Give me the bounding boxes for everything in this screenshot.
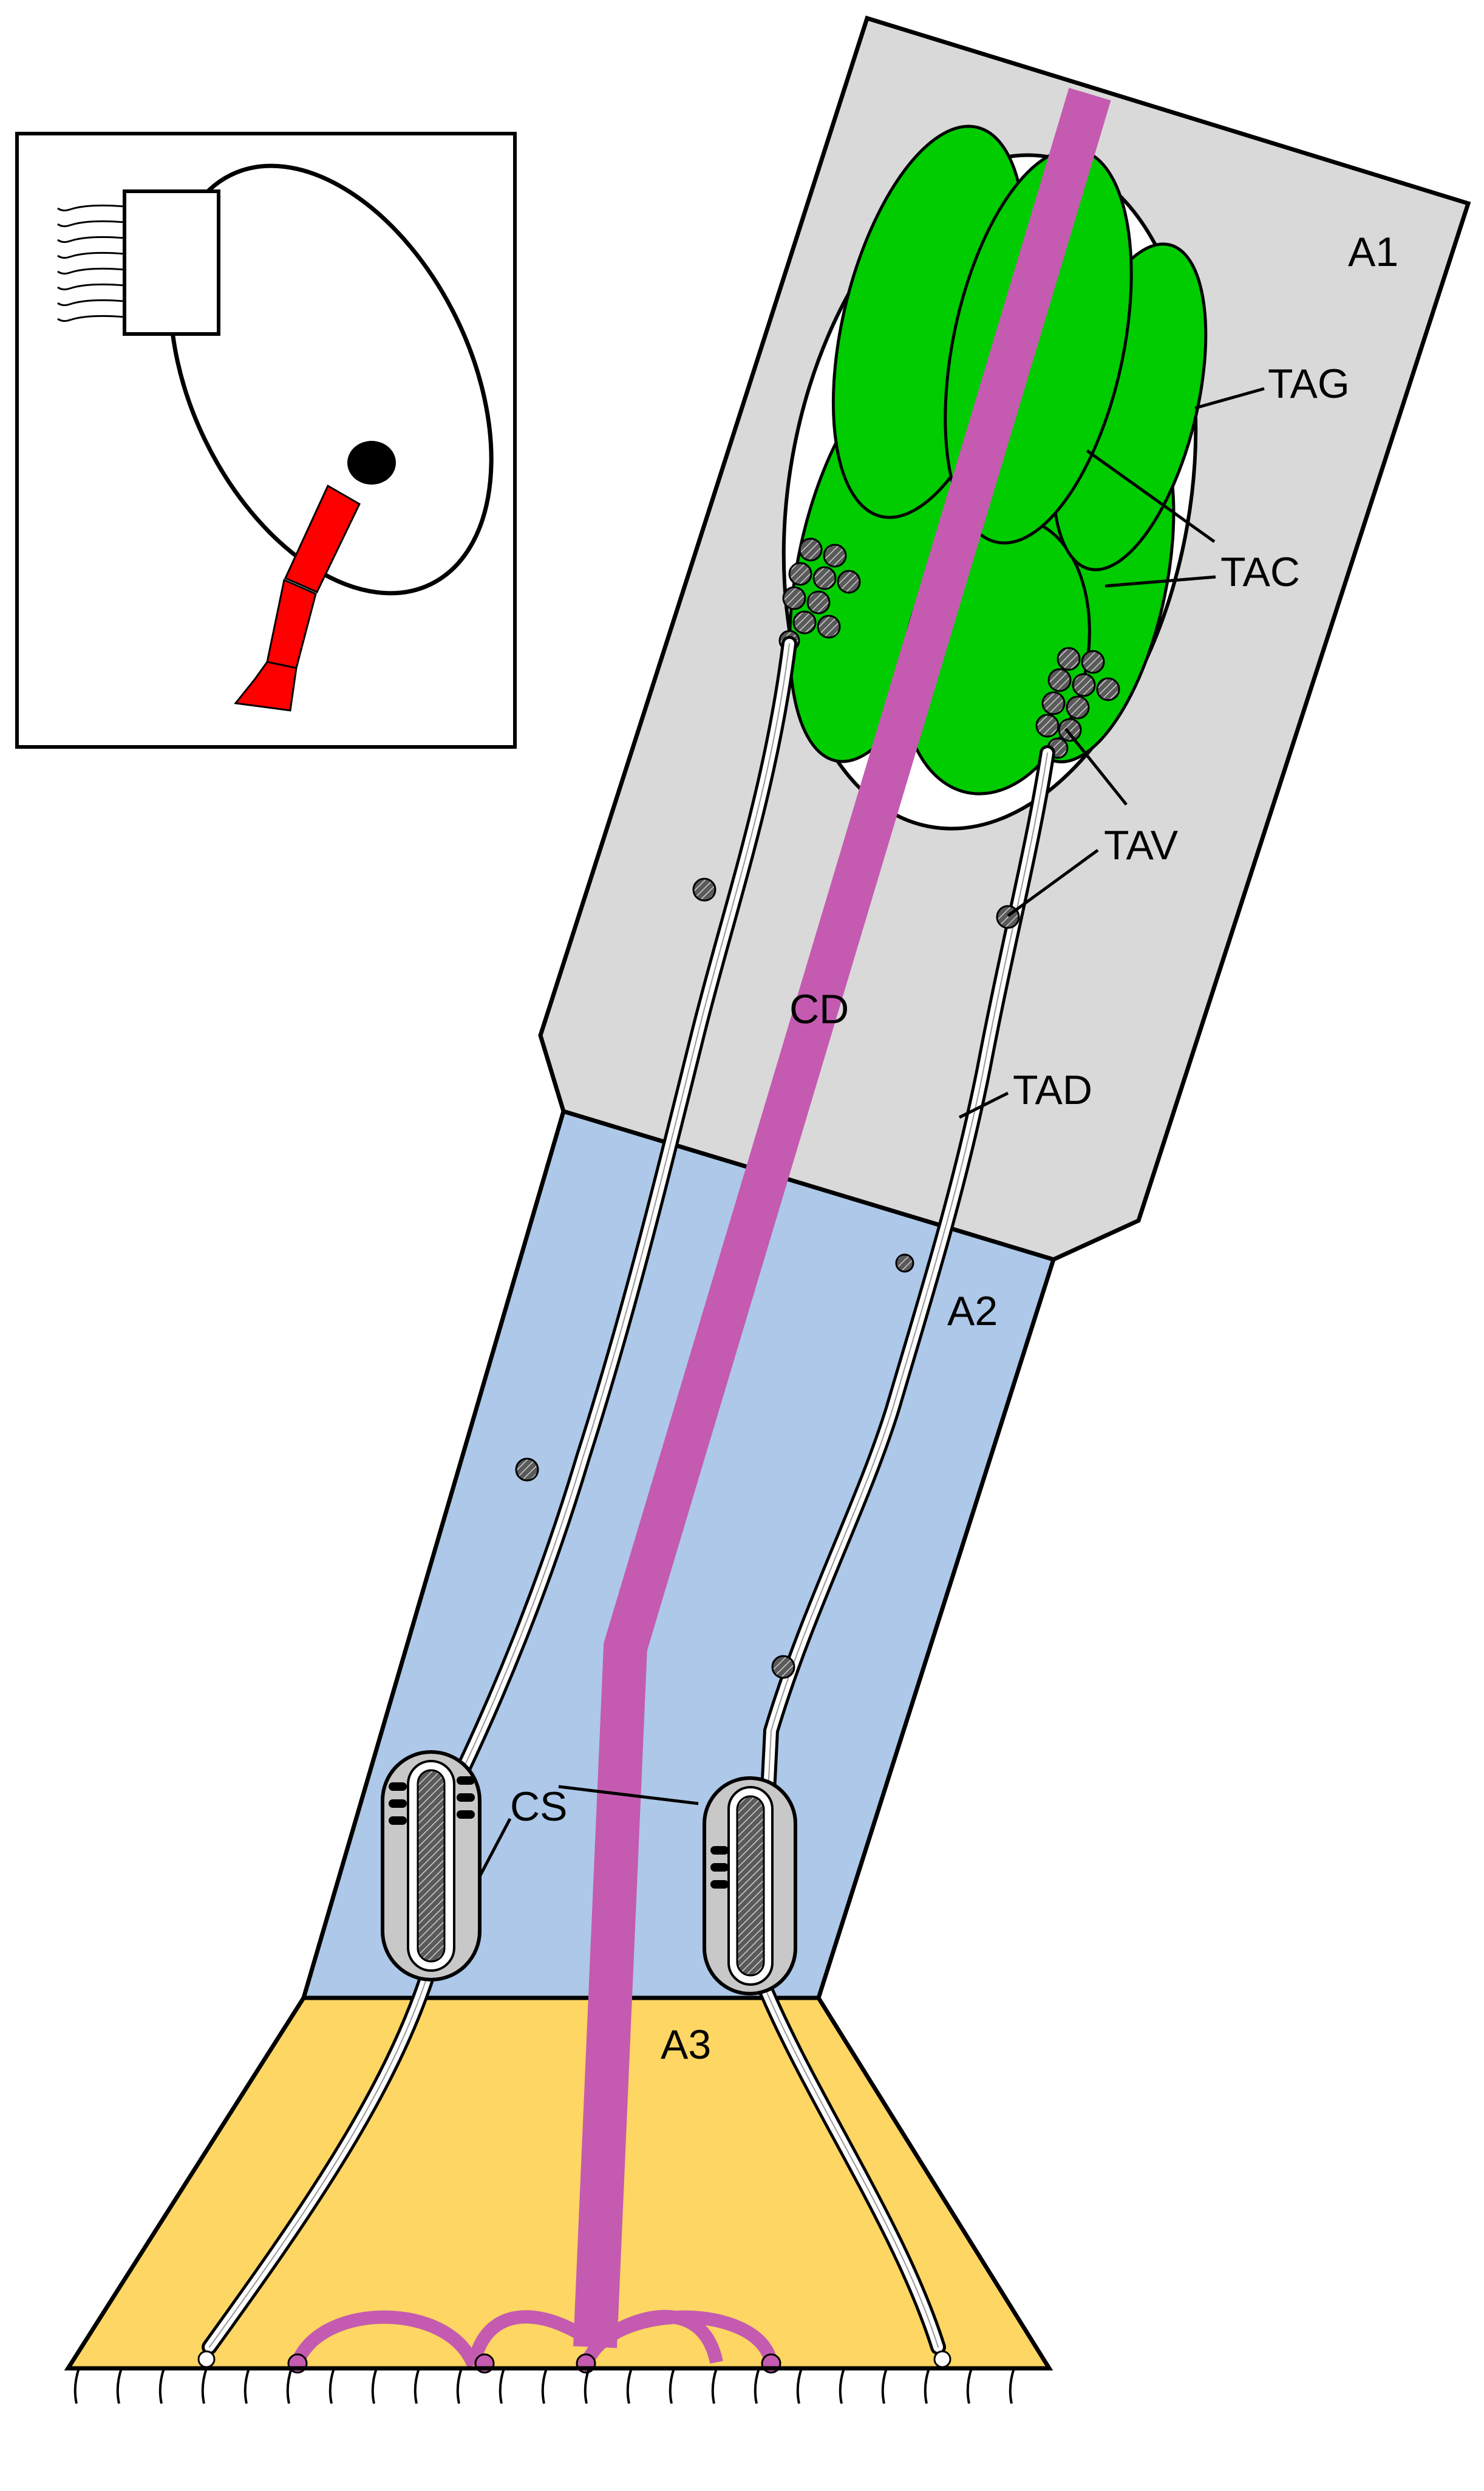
inset-leg-icon	[234, 484, 361, 712]
label-cs: CS	[510, 1784, 567, 1830]
label-a3: A3	[661, 2022, 711, 2068]
label-tag: TAG	[1268, 361, 1350, 407]
label-a1: A1	[1348, 229, 1398, 275]
cs-sensillum-right	[703, 1776, 797, 1995]
cuticle-hairs	[73, 2368, 1015, 2404]
tad-duct-right	[751, 745, 1055, 2355]
tad-duct-openings	[197, 2350, 951, 2368]
segment-a3	[64, 1995, 1053, 2371]
leader-lines	[478, 387, 1265, 1878]
inset-frame	[15, 132, 517, 749]
label-a2: A2	[947, 1288, 998, 1334]
cd-duct-branches	[291, 2309, 778, 2368]
label-tac: TAC	[1220, 549, 1300, 595]
cd-collecting-duct	[573, 87, 1111, 2348]
tad-duct-left	[202, 636, 797, 2355]
label-tad: TAD	[1013, 1067, 1092, 1113]
inset-eye-icon	[347, 441, 396, 485]
tav-vesicle-cluster-left	[778, 537, 861, 652]
tav-vesicles-along-ducts	[515, 877, 1020, 1679]
inset-setae-icon	[57, 204, 125, 322]
label-tav: TAV	[1104, 822, 1179, 868]
tav-vesicle-cluster-right	[1035, 647, 1120, 759]
inset-panel	[15, 132, 517, 749]
label-cd: CD	[789, 986, 849, 1032]
cs-sensillum-left	[381, 1750, 482, 1982]
inset-antenna-box	[123, 189, 220, 336]
inset-body-outline	[168, 163, 494, 596]
